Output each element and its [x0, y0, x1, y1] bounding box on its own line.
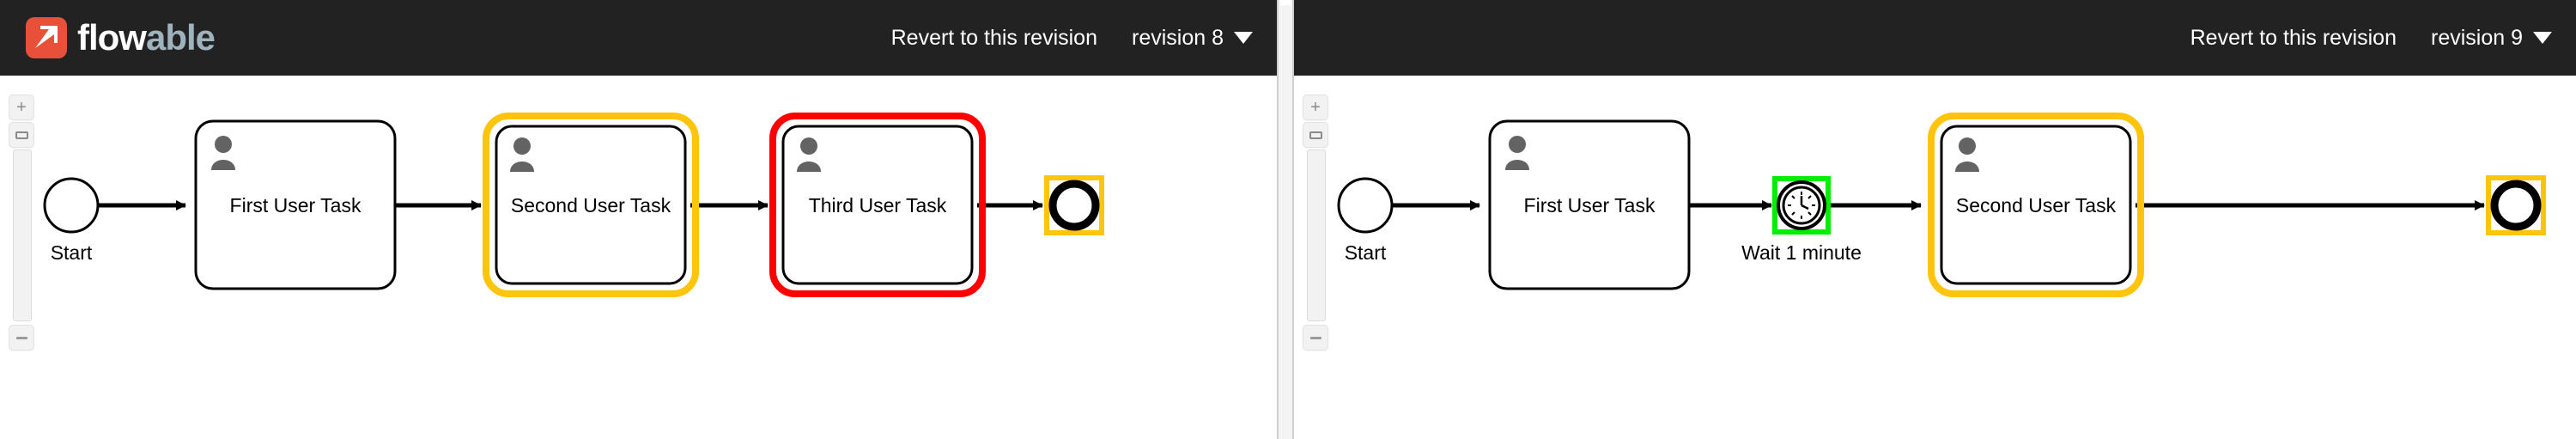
- bpmn-svg-left: Start First User Task: [43, 113, 1104, 297]
- node-label-task2-left: Second User Task: [511, 194, 671, 216]
- zoom-in-button-left[interactable]: +: [9, 95, 34, 120]
- bpmn-node-start-right[interactable]: Start: [1337, 177, 1394, 264]
- user-task-icon: [797, 137, 821, 172]
- bpmn-node-task3-left[interactable]: Third User Task: [769, 113, 986, 297]
- user-task-icon: [1505, 136, 1529, 170]
- fit-to-screen-icon: [1309, 131, 1322, 139]
- flowable-arrow-logo-icon: [26, 17, 67, 58]
- bpmn-node-end-right[interactable]: [2486, 175, 2546, 235]
- bpmn-node-timer-right[interactable]: Wait 1 minute: [1741, 176, 1862, 264]
- highlight-ring-changed: [1928, 113, 2144, 297]
- highlight-ring-removed: [769, 113, 986, 297]
- bpmn-node-end-left[interactable]: [1044, 175, 1104, 235]
- zoom-reset-button-right[interactable]: [1303, 122, 1328, 148]
- header-right: Revert to this revision revision 9: [1294, 0, 2576, 76]
- zoom-slider-right[interactable]: [1307, 149, 1326, 321]
- revision-selector-left[interactable]: revision 8: [1132, 26, 1253, 51]
- header-actions-left: Revert to this revision revision 8: [891, 26, 1277, 51]
- brand-wordmark: flowable: [77, 17, 216, 58]
- highlight-box-changed: [1044, 175, 1104, 235]
- scrollbar-thumb[interactable]: [1280, 0, 1291, 5]
- fit-to-screen-icon: [15, 131, 28, 139]
- revert-to-revision-button-left[interactable]: Revert to this revision: [890, 25, 1097, 50]
- user-task-icon: [1955, 137, 1979, 172]
- highlight-box-changed: [2486, 175, 2546, 235]
- zoom-out-button-right[interactable]: [1303, 325, 1328, 351]
- node-label-start-left: Start: [51, 241, 93, 264]
- zoom-reset-button-left[interactable]: [9, 122, 34, 148]
- node-label-start-right: Start: [1345, 241, 1387, 264]
- chevron-down-icon: [1234, 32, 1253, 44]
- revision-label-left: revision 8: [1132, 25, 1224, 50]
- bpmn-node-task2-left[interactable]: Second User Task: [483, 113, 699, 297]
- node-label-task1-left: First User Task: [230, 194, 361, 216]
- highlight-box-added: [1772, 176, 1831, 235]
- revision-selector-right[interactable]: revision 9: [2431, 26, 2552, 51]
- brand-able: able: [145, 17, 216, 58]
- chevron-down-icon: [2533, 32, 2552, 44]
- bpmn-diagram-left: Start First User Task: [0, 76, 1277, 439]
- bpmn-node-task2-right[interactable]: Second User Task: [1928, 113, 2144, 297]
- header-left: flowable Revert to this revision revisio…: [0, 0, 1277, 76]
- highlight-ring-changed: [483, 113, 699, 297]
- zoom-controls-right: +: [1303, 95, 1330, 351]
- bpmn-svg-right: Start First User Task: [1337, 113, 2546, 297]
- minus-icon: [15, 336, 27, 339]
- zoom-slider-left[interactable]: [13, 149, 32, 321]
- brand-flow: flow: [77, 17, 147, 58]
- minus-icon: [1309, 336, 1321, 339]
- revision-label-right: revision 9: [2431, 25, 2523, 50]
- node-label-timer-right: Wait 1 minute: [1741, 241, 1862, 264]
- user-task-icon: [211, 136, 235, 170]
- diagram-canvas-right[interactable]: +: [1294, 76, 2576, 439]
- bpmn-node-task1-right[interactable]: First User Task: [1488, 119, 1691, 290]
- revision-pane-left: flowable Revert to this revision revisio…: [0, 0, 1277, 439]
- pane-divider-scrollbar[interactable]: [1277, 0, 1294, 439]
- bpmn-node-start-left[interactable]: Start: [43, 177, 100, 264]
- revert-to-revision-button-right[interactable]: Revert to this revision: [2190, 25, 2397, 50]
- node-label-task2-right: Second User Task: [1956, 194, 2117, 216]
- flowable-logo: flowable: [26, 17, 216, 58]
- zoom-controls-left: +: [9, 95, 36, 351]
- node-label-task1-right: First User Task: [1524, 194, 1656, 216]
- timer-clock-icon: [1788, 192, 1815, 219]
- diagram-canvas-left[interactable]: +: [0, 76, 1277, 439]
- zoom-out-button-left[interactable]: [9, 325, 34, 351]
- header-actions-right: Revert to this revision revision 9: [2190, 26, 2576, 51]
- bpmn-diagram-right: Start First User Task: [1294, 76, 2576, 439]
- node-label-task3-left: Third User Task: [809, 194, 947, 216]
- bpmn-node-task1-left[interactable]: First User Task: [194, 119, 397, 290]
- zoom-in-button-right[interactable]: +: [1303, 95, 1328, 120]
- logo-arrow-glyph: [35, 26, 58, 48]
- user-task-icon: [510, 137, 534, 172]
- revision-pane-right: Revert to this revision revision 9 +: [1294, 0, 2576, 439]
